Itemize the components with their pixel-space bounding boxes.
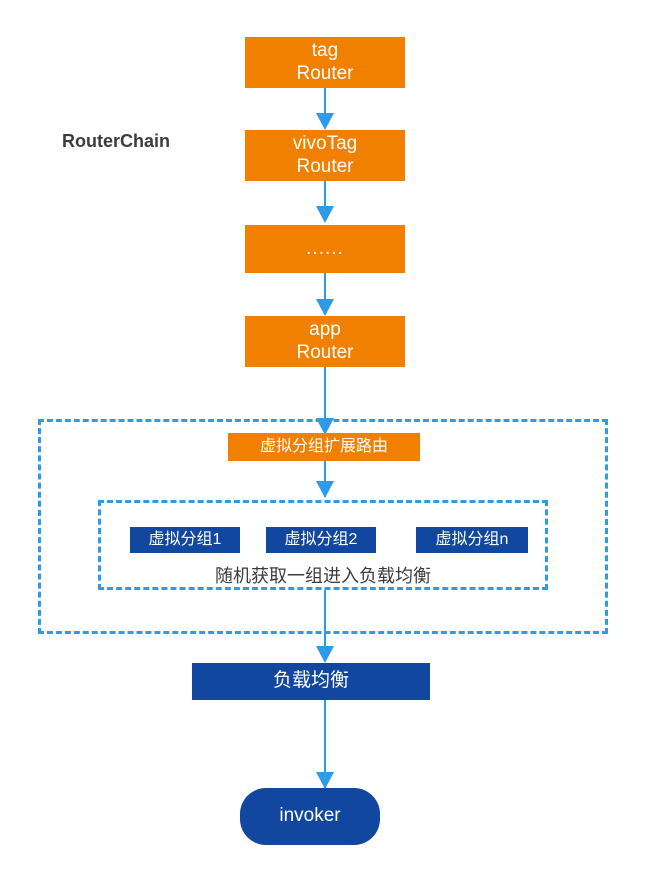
node-virtual-group-n[interactable]: 虚拟分组n — [416, 527, 528, 553]
virtual-group-outer-container — [38, 419, 608, 634]
node-virtual-group-2[interactable]: 虚拟分组2 — [266, 527, 376, 553]
router-chain-label: RouterChain — [62, 131, 170, 151]
node-app-router[interactable]: app Router — [245, 316, 405, 367]
node-load-balance[interactable]: 负载均衡 — [192, 663, 430, 700]
node-virtual-group-ext-route[interactable]: 虚拟分组扩展路由 — [228, 433, 420, 461]
virtual-group-note: 随机获取一组进入负载均衡 — [215, 566, 431, 586]
node-virtual-group-1[interactable]: 虚拟分组1 — [130, 527, 240, 553]
virtual-group-inner-container — [98, 500, 548, 590]
node-tag-router[interactable]: tag Router — [245, 37, 405, 88]
node-invoker[interactable]: invoker — [240, 788, 380, 845]
node-ellipsis-router[interactable]: ...... — [245, 225, 405, 273]
node-vivotag-router[interactable]: vivoTag Router — [245, 130, 405, 181]
